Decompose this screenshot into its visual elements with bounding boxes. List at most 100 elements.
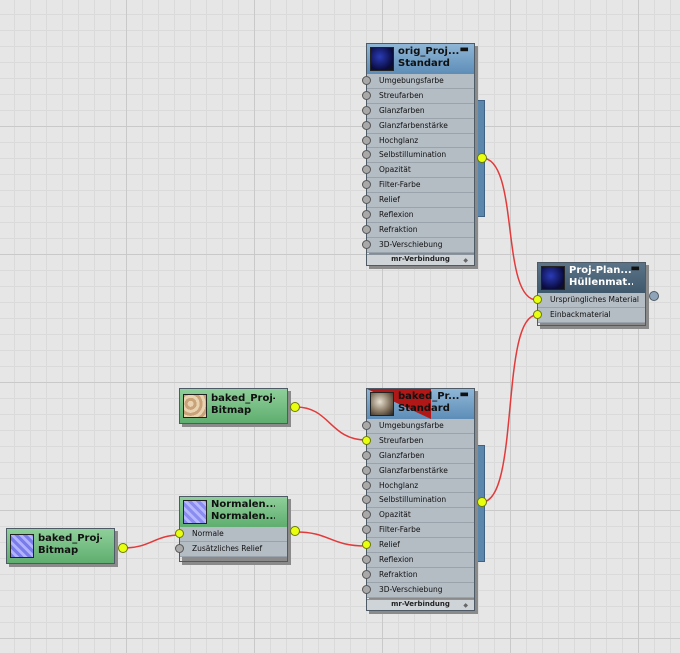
slot-label: Umgebungsfarbe — [379, 421, 444, 430]
input-slot[interactable]: Normale — [175, 527, 287, 542]
bitmap-preview-icon — [183, 394, 207, 418]
collapse-icon[interactable]: ▬ — [630, 263, 640, 274]
normal-bitmap-node[interactable]: baked_Proj-P...Bitmap — [6, 528, 118, 567]
wire-normal-bump-to-material[interactable] — [295, 531, 367, 547]
input-socket[interactable] — [362, 495, 371, 505]
input-slot[interactable]: Glanzfarben — [362, 449, 474, 464]
output-socket[interactable] — [477, 153, 487, 163]
collapse-icon[interactable]: ▬ — [459, 389, 469, 400]
input-slot[interactable]: Einbackmaterial — [533, 308, 645, 323]
input-slot[interactable]: Opazität — [362, 508, 474, 524]
collapse-icon[interactable]: ▬ — [459, 44, 469, 55]
input-socket[interactable] — [362, 450, 371, 460]
input-socket[interactable] — [362, 105, 371, 115]
input-slot[interactable]: Hochglanz — [362, 134, 474, 149]
input-slot[interactable]: Umgebungsfarbe — [362, 74, 474, 89]
input-socket[interactable] — [533, 295, 542, 304]
material-preview-icon — [370, 392, 394, 416]
input-slot[interactable]: Glanzfarben — [362, 104, 474, 119]
node-header[interactable]: orig_Proj...Standard ▬ — [367, 44, 474, 74]
output-socket[interactable] — [290, 402, 300, 412]
normal-map-preview-icon — [183, 500, 207, 524]
input-slot[interactable]: Refraktion — [362, 223, 474, 238]
input-socket[interactable] — [533, 310, 542, 319]
wire-orig-to-projection[interactable] — [481, 157, 538, 301]
input-slot[interactable]: 3D-Verschiebung — [362, 238, 474, 253]
input-socket[interactable] — [362, 554, 371, 564]
input-socket[interactable] — [362, 421, 371, 430]
material-preview-icon — [541, 266, 565, 290]
input-slot[interactable]: Streufarben — [362, 434, 474, 449]
input-slot[interactable]: Glanzfarbenstärke — [362, 464, 474, 479]
input-slot[interactable]: 3D-Verschiebung — [362, 583, 474, 598]
output-socket[interactable] — [290, 526, 300, 536]
input-socket[interactable] — [362, 165, 371, 175]
input-socket[interactable] — [175, 544, 184, 553]
input-socket[interactable] — [362, 480, 371, 490]
node-type: Hüllenmat... — [569, 277, 633, 288]
input-slot[interactable]: Filter-Farbe — [362, 178, 474, 193]
input-socket[interactable] — [362, 525, 371, 535]
input-slot[interactable]: Opazität — [362, 163, 474, 179]
input-socket[interactable] — [362, 510, 371, 520]
slot-label: Glanzfarben — [379, 105, 425, 115]
wire-baked-to-projection[interactable] — [481, 314, 538, 503]
input-socket[interactable] — [362, 540, 371, 549]
input-slot[interactable]: Ursprüngliches Material — [533, 293, 645, 308]
slot-label: Glanzfarben — [379, 450, 425, 460]
diffuse-bitmap-node[interactable]: baked_Proj-P...Bitmap — [179, 388, 291, 427]
input-slot[interactable]: Zusätzliches Relief — [175, 542, 287, 557]
input-slot[interactable]: Relief — [362, 193, 474, 208]
input-socket[interactable] — [362, 150, 371, 160]
node-type: Bitmap — [211, 405, 252, 416]
input-socket[interactable] — [362, 465, 371, 475]
projection-material-node[interactable]: Proj-Plan...Hüllenmat... ▬ Ursprüngliche… — [533, 262, 649, 329]
input-socket[interactable] — [362, 224, 371, 234]
wire-normal-bitmap-to-bump[interactable] — [123, 534, 181, 549]
input-slot[interactable]: Reflexion — [362, 208, 474, 223]
input-socket[interactable] — [362, 435, 371, 445]
slot-label: Hochglanz — [379, 135, 419, 145]
input-slot[interactable]: Glanzfarbenstärke — [362, 119, 474, 134]
input-slot[interactable]: Refraktion — [362, 568, 474, 583]
input-socket[interactable] — [362, 569, 371, 579]
output-socket[interactable] — [649, 291, 659, 301]
input-socket[interactable] — [362, 120, 371, 130]
slot-label: 3D-Verschiebung — [379, 584, 443, 594]
input-slot[interactable]: Selbstillumination — [362, 148, 474, 164]
output-socket[interactable] — [477, 497, 487, 507]
slot-label: Glanzfarbenstärke — [379, 465, 448, 475]
input-socket[interactable] — [362, 90, 371, 100]
input-slot[interactable]: Hochglanz — [362, 479, 474, 494]
slot-label: Filter-Farbe — [379, 180, 421, 190]
input-socket[interactable] — [362, 135, 371, 145]
input-socket[interactable] — [362, 584, 371, 594]
input-socket[interactable] — [362, 180, 371, 190]
node-header[interactable]: Normalen...Normalen... — [180, 497, 287, 527]
wire-diffuse-bitmap-to-material[interactable] — [295, 406, 367, 441]
input-slot[interactable]: Filter-Farbe — [362, 523, 474, 538]
input-socket[interactable] — [362, 76, 371, 85]
slot-label: Streufarben — [379, 435, 424, 445]
node-title: Normalen... — [211, 499, 275, 510]
input-socket[interactable] — [362, 239, 371, 249]
input-slot[interactable]: Umgebungsfarbe — [362, 419, 474, 434]
output-socket[interactable] — [118, 543, 128, 553]
input-socket[interactable] — [362, 209, 371, 219]
input-slot[interactable]: Selbstillumination — [362, 493, 474, 509]
node-header[interactable]: baked_Proj-P...Bitmap — [7, 529, 114, 563]
input-slot[interactable]: Reflexion — [362, 553, 474, 568]
node-header[interactable]: baked_Proj-P...Bitmap — [180, 389, 287, 423]
input-slot[interactable]: Relief — [362, 538, 474, 553]
node-header[interactable]: baked_Pr...Standard ▬ — [367, 389, 474, 419]
input-slot[interactable]: Streufarben — [362, 89, 474, 104]
input-socket[interactable] — [362, 195, 371, 204]
bitmap-preview-icon — [10, 534, 34, 558]
node-header[interactable]: Proj-Plan...Hüllenmat... ▬ — [538, 263, 645, 293]
input-socket[interactable] — [175, 529, 184, 538]
